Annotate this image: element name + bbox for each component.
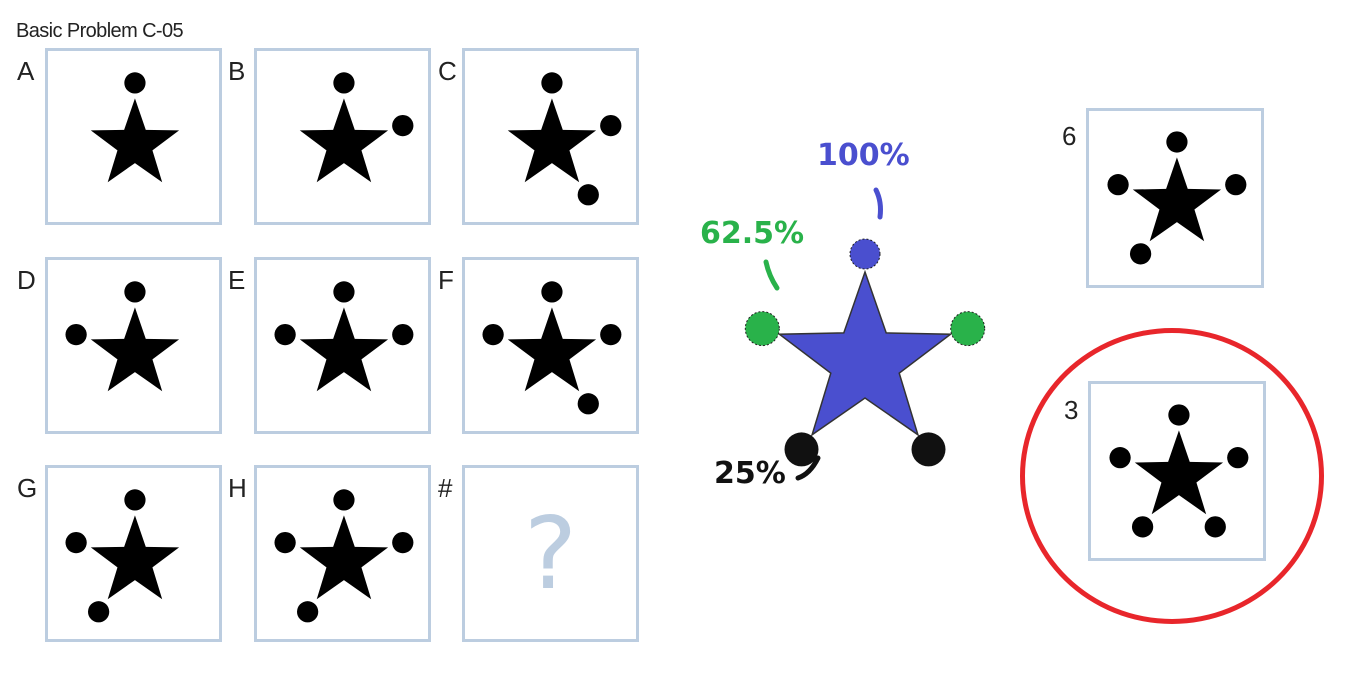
answer-6-star	[1132, 157, 1222, 242]
cell-g-dot-bottom-left	[87, 601, 110, 623]
connector-black	[795, 455, 821, 481]
cell-star-figure	[507, 72, 622, 206]
cell-d-dot-left	[65, 323, 87, 346]
cell-e-dot-left	[274, 323, 296, 346]
cell-b	[254, 48, 431, 225]
cell-star-figure	[482, 281, 622, 415]
answer-6-dot-left	[1107, 174, 1129, 196]
diagram-dot-left	[744, 311, 780, 347]
cell-e	[254, 257, 431, 434]
cell-h-dot-left	[274, 531, 296, 554]
cell-a	[45, 48, 222, 225]
answer-label-3: 3	[1064, 395, 1079, 425]
cell-h-dot-bottom-left	[296, 601, 319, 623]
cell-c-star	[507, 98, 597, 183]
cell-g-dot-left	[65, 531, 87, 554]
answer-3-dot-right	[1227, 447, 1249, 469]
cell-label-g: G	[17, 473, 38, 503]
cell-f-dot-top	[541, 281, 563, 303]
answer-3-dot-bottom-left	[1131, 516, 1154, 538]
connector-green	[763, 259, 780, 291]
cell-missing[interactable]: ?	[462, 465, 639, 642]
cell-d	[45, 257, 222, 434]
cell-f-dot-left	[482, 323, 504, 346]
cell-label-d: D	[17, 265, 36, 295]
cell-h-star	[299, 515, 389, 600]
connector-blue	[873, 187, 883, 220]
cell-star-figure	[274, 281, 414, 392]
cell-b-dot-top	[333, 72, 355, 94]
cell-h	[254, 465, 431, 642]
explanation-diagram: 100% 62.5% 25%	[690, 130, 1020, 510]
problem-title: Basic Problem C-05	[16, 20, 184, 42]
cell-e-dot-right	[392, 323, 414, 346]
cell-star-figure	[90, 72, 180, 183]
cell-star-figure	[65, 489, 180, 623]
cell-star-figure	[65, 281, 180, 392]
cell-c	[462, 48, 639, 225]
cell-h-dot-top	[333, 489, 355, 511]
cell-label-h: H	[228, 473, 247, 503]
selected-answer-circle	[1020, 328, 1324, 624]
answer-option-3[interactable]	[1088, 381, 1266, 561]
cell-g	[45, 465, 222, 642]
cell-f-dot-bottom-right	[577, 393, 599, 415]
cell-label-a: A	[17, 56, 35, 86]
cell-c-dot-top	[541, 72, 563, 94]
cell-star-figure	[274, 489, 414, 623]
cell-label-missing: #	[438, 473, 453, 503]
answer-3-star	[1134, 430, 1224, 515]
cell-star-figure	[299, 72, 414, 183]
answer-3-dot-left	[1109, 447, 1131, 469]
answer-star-3	[1109, 404, 1249, 538]
cell-d-star	[90, 307, 180, 392]
percent-bottom: 25%	[714, 456, 786, 491]
answer-6-dot-right	[1225, 174, 1247, 196]
diagram-star-shape	[777, 269, 953, 437]
diagram-dot-top	[849, 238, 881, 270]
answer-3-dot-bottom-right	[1204, 516, 1226, 538]
cell-f	[462, 257, 639, 434]
cell-d-dot-top	[124, 281, 146, 303]
cell-f-dot-right	[600, 323, 622, 346]
diagram-dot-right	[950, 311, 986, 347]
percent-sides: 62.5%	[700, 216, 805, 251]
cell-g-star	[90, 515, 180, 600]
answer-3-dot-top	[1168, 404, 1190, 426]
cell-e-dot-top	[333, 281, 355, 303]
cell-label-b: B	[228, 56, 246, 86]
diagram-star-svg	[744, 187, 986, 481]
cell-h-dot-right	[392, 531, 414, 554]
diagram-dot-bottom-right	[911, 432, 946, 467]
cell-f-star	[507, 307, 597, 392]
cell-c-dot-right	[600, 114, 622, 137]
cell-b-dot-right	[392, 114, 414, 137]
cell-a-dot-top	[124, 72, 146, 94]
answer-option-6[interactable]	[1086, 108, 1264, 288]
diagram-dot-bottom-left	[784, 432, 819, 467]
cell-c-dot-bottom-right	[577, 184, 599, 206]
cell-label-e: E	[228, 265, 246, 295]
percent-top: 100%	[817, 138, 910, 173]
cell-label-c: C	[438, 56, 457, 86]
answer-star-6	[1107, 131, 1247, 265]
answer-6-dot-bottom-left	[1129, 243, 1152, 265]
answer-label-6: 6	[1062, 121, 1077, 151]
answer-6-dot-top	[1166, 131, 1188, 153]
cell-label-f: F	[438, 265, 454, 295]
cell-g-dot-top	[124, 489, 146, 511]
cell-b-star	[299, 98, 389, 183]
cell-a-star	[90, 98, 180, 183]
cell-e-star	[299, 307, 389, 392]
question-mark: ?	[523, 495, 578, 612]
